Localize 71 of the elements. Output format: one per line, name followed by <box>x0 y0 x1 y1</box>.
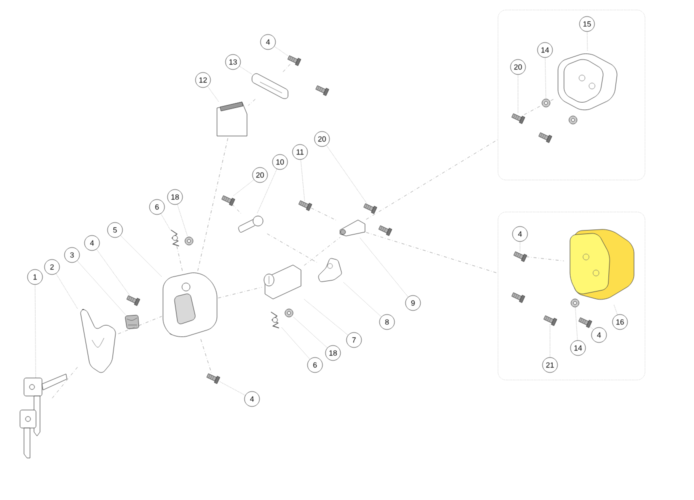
assembly-line <box>52 366 78 398</box>
washer-drawing <box>542 98 550 108</box>
leader-line <box>575 308 578 340</box>
screw-drawing <box>363 203 378 214</box>
screw-drawing <box>543 315 558 326</box>
spring-drawing <box>270 312 280 328</box>
leader-line <box>160 214 170 230</box>
housing-drawing <box>570 229 634 300</box>
leader-line <box>326 145 368 204</box>
yoke-drawing <box>340 220 366 236</box>
lever-drawing <box>238 216 264 233</box>
screw-drawing <box>578 317 592 328</box>
screw-drawing <box>206 373 220 384</box>
leader-line <box>56 273 78 310</box>
leader-line <box>544 58 546 98</box>
assembly-line <box>198 138 228 271</box>
assembly-line <box>232 204 242 214</box>
leader-line <box>359 237 408 298</box>
assembly-line <box>200 339 212 374</box>
leader-line <box>233 180 254 196</box>
leader-line <box>294 317 328 348</box>
housing-drawing <box>162 272 218 338</box>
bracket-drawing <box>252 73 288 99</box>
leader-line <box>76 260 126 314</box>
cylinder-drawing <box>264 264 302 300</box>
leader-line <box>239 66 252 74</box>
key-drawing <box>20 374 68 458</box>
screw-drawing <box>287 55 302 66</box>
screw-drawing <box>221 195 236 206</box>
leader-line <box>274 46 288 56</box>
assembly-line <box>311 208 338 222</box>
assembly-line <box>267 234 317 263</box>
washer-drawing <box>184 236 194 246</box>
leader-line <box>281 326 310 360</box>
assembly-line <box>176 246 183 271</box>
assembly-line <box>524 105 542 115</box>
assembly-line <box>304 237 340 266</box>
assembly-line <box>550 98 555 101</box>
screw-drawing <box>298 200 312 211</box>
screw-drawing <box>511 113 526 124</box>
leader-line <box>34 284 36 378</box>
assembly-line <box>218 287 262 298</box>
cover-drawing <box>80 309 116 373</box>
leader-line <box>219 381 246 396</box>
plate-drawing <box>216 102 248 136</box>
leader-line <box>586 32 588 51</box>
washer-drawing <box>284 308 294 318</box>
assembly-line <box>366 139 498 220</box>
assembly-line <box>118 316 162 334</box>
screw-drawing <box>126 295 140 306</box>
leader-line <box>96 249 130 296</box>
housing-drawing <box>558 54 618 110</box>
leader-line <box>614 304 618 315</box>
leader-line <box>304 299 348 336</box>
inset-frame <box>498 212 646 380</box>
screw-drawing <box>513 251 528 262</box>
washer-drawing <box>570 298 580 308</box>
leader-line <box>589 326 594 330</box>
leader-line <box>343 282 382 317</box>
leader-line <box>300 160 305 201</box>
assembly-line <box>526 256 564 262</box>
leader-line <box>256 168 278 214</box>
pad-drawing <box>125 314 140 330</box>
assembly-line <box>248 99 256 106</box>
assembly-line <box>282 64 290 73</box>
cam-drawing <box>318 258 342 282</box>
inset-frame <box>498 10 646 180</box>
leader-line <box>207 86 219 102</box>
leader-line <box>177 204 188 236</box>
spring-drawing <box>170 230 180 246</box>
assembly-line <box>366 232 498 274</box>
